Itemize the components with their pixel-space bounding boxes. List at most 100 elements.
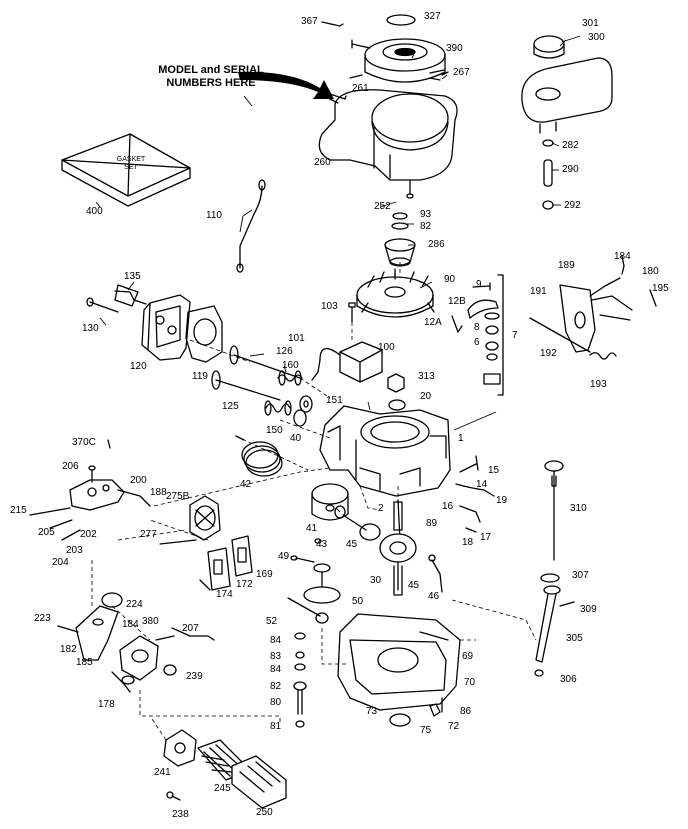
callout-277: 277 [140,529,157,540]
pin-52 [287,597,329,624]
callout-15: 15 [488,465,500,476]
oring-307 [540,573,560,583]
pointer-arrow [238,71,334,99]
reference-lines [91,180,537,741]
retainer-40 [293,409,307,427]
crankshaft-30 [379,499,417,596]
control-bracket-200 [29,479,151,541]
seal-20 [388,399,406,411]
starter-cap-327 [386,14,416,26]
callout-20: 20 [420,391,432,402]
callout-238: 238 [172,809,189,820]
callout-130: 130 [82,323,99,334]
callout-120: 120 [130,361,147,372]
callout-184-carb: 184 [122,619,139,630]
callout-224: 224 [126,599,143,610]
callout-307: 307 [572,570,589,581]
air-cleaner-base-241 [163,729,197,767]
callout-17: 17 [480,532,492,543]
callout-250: 250 [256,807,273,818]
callout-135: 135 [124,271,141,282]
callout-83: 83 [270,651,282,662]
callout-282: 282 [562,140,579,151]
callout-43: 43 [316,539,328,550]
callout-12A: 12A [424,317,442,328]
callout-90: 90 [444,274,456,285]
callout-52: 52 [266,616,278,627]
callout-16: 16 [442,501,454,512]
callout-239: 239 [186,671,203,682]
ignition-module-100 [311,341,383,383]
callout-195: 195 [652,283,669,294]
callout-110: 110 [206,210,222,221]
model-serial-note: MODEL and SERIAL NUMBERS HERE [148,64,274,89]
callout-45-screw: 45 [408,580,420,591]
callout-327: 327 [424,11,441,22]
callout-207: 207 [182,623,199,634]
callout-70: 70 [464,677,476,688]
screw-261 [329,93,347,100]
callout-202: 202 [80,529,97,540]
carburetor-380 [119,635,175,681]
callout-400: 400 [86,206,103,217]
callout-46: 46 [428,591,440,602]
callout-119: 119 [192,371,208,382]
callout-81: 81 [270,721,282,732]
pin-367 [321,21,344,27]
flywheel-90 [356,268,435,318]
air-cleaner-cover-250 [231,755,287,809]
callout-8: 8 [474,322,480,333]
callout-245: 245 [214,783,231,794]
gasket-172 [207,547,231,591]
fuel-line-110 [236,179,266,273]
flywheel-nut-stack [384,179,416,267]
camshaft-50 [303,563,341,604]
fuel-line-290 [542,139,554,210]
piston-rings-42 [235,435,283,477]
callout-125: 125 [222,401,239,412]
callout-49: 49 [278,551,290,562]
callout-174: 174 [216,589,233,600]
fuel-tank-300 [521,35,613,134]
callout-370C: 370C [72,437,96,448]
callout-45-rod: 45 [346,539,358,550]
cylinder-head-120 [141,294,191,361]
callout-151: 151 [326,395,343,406]
retainer-151 [299,395,313,413]
breather-313 [387,373,405,393]
callout-40: 40 [290,433,302,444]
screw-267 [429,69,445,74]
callout-191: 191 [530,286,547,297]
gasket-set-label-line1: GASKET [116,156,146,163]
callout-14: 14 [476,479,488,490]
callout-193: 193 [590,379,607,390]
callout-93: 93 [420,209,432,220]
gasket-169 [231,535,253,577]
callout-42: 42 [240,479,252,490]
callout-300: 300 [588,32,605,43]
spring-370C [107,439,111,449]
muffler-275B [189,495,221,541]
callout-101: 101 [288,333,305,344]
governor-parts [451,274,504,396]
gasket-set-label-line2: SET [124,163,138,171]
gasket-set-400 [61,133,191,207]
callout-12B: 12B [448,296,466,307]
callout-367: 367 [301,16,318,27]
connecting-rod-45 [334,505,381,541]
callout-69: 69 [462,651,474,662]
callout-301: 301 [582,18,599,29]
callout-82-pump: 82 [270,681,282,692]
callout-84-top: 84 [270,635,282,646]
callout-82: 82 [420,221,432,232]
dipstick-310 [544,460,564,561]
spark-plug-135 [114,284,147,307]
callout-200: 200 [130,475,147,486]
callout-100: 100 [378,342,395,353]
callout-30: 30 [370,575,382,586]
piston-41 [311,483,349,521]
callout-290: 290 [562,164,579,175]
callout-7: 7 [512,330,518,341]
callout-185: 185 [76,657,93,668]
